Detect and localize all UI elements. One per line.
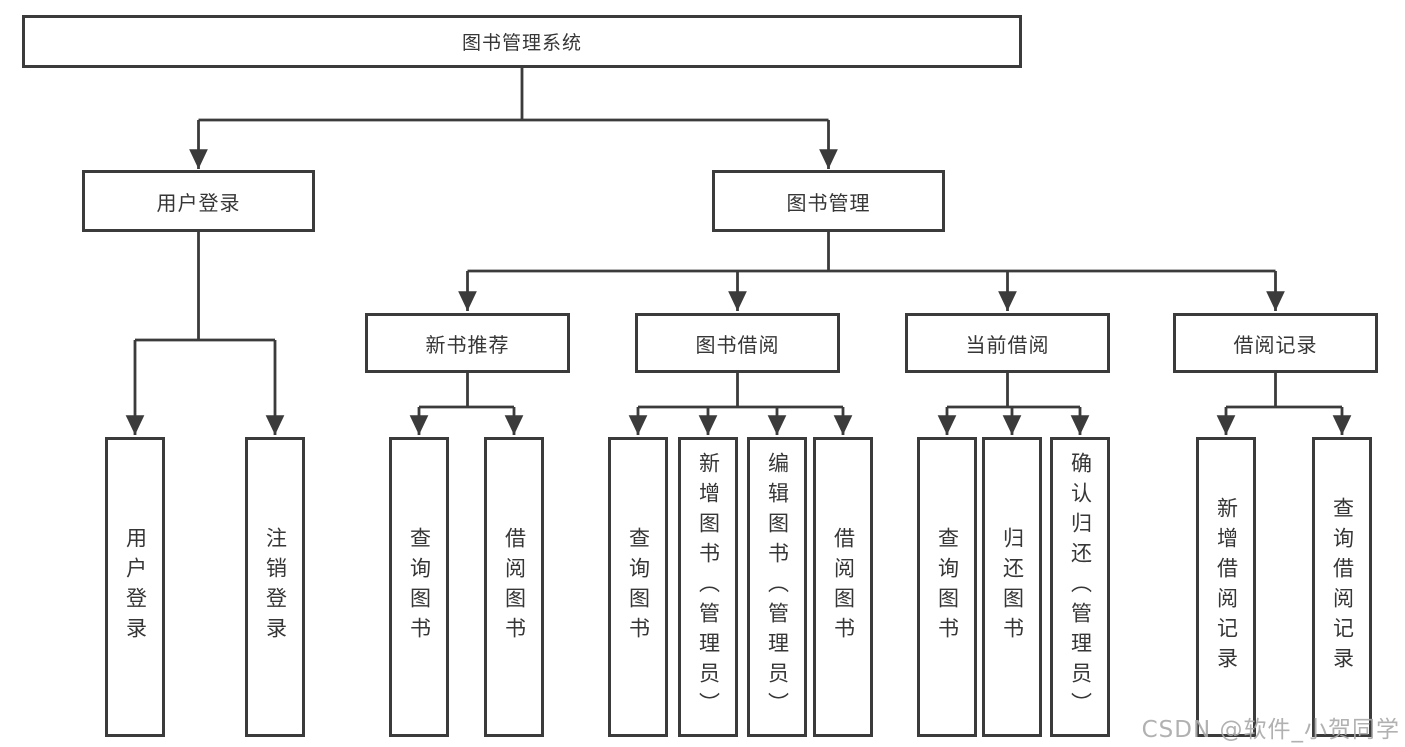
node-root-library-system: 图书管理系统 (22, 15, 1022, 68)
leaf-label: 查询图书 (407, 527, 432, 647)
leaf-label: 借阅图书 (831, 527, 856, 647)
node-label: 新书推荐 (425, 332, 510, 357)
leaf-label: 新增借阅记录 (1214, 497, 1239, 677)
leaf-user-login: 用户登录 (105, 437, 165, 737)
node-user-login: 用户登录 (82, 170, 315, 232)
node-book-management: 图书管理 (712, 170, 945, 232)
leaf-label: 查询借阅记录 (1330, 497, 1355, 677)
connector-user-login (135, 232, 275, 342)
node-new-book-recommend: 新书推荐 (365, 313, 570, 373)
node-book-borrowing: 图书借阅 (635, 313, 840, 373)
leaf-bb-edit-books-admin: 编辑图书（管理员） (747, 437, 807, 737)
node-label: 借阅记录 (1233, 332, 1318, 357)
csdn-watermark: CSDN @软件_小贺同学 (1141, 717, 1400, 743)
leaf-label: 查询图书 (935, 527, 960, 647)
leaf-label: 归还图书 (1000, 527, 1025, 647)
leaf-label: 编辑图书（管理员） (765, 452, 790, 722)
leaf-bb-query-books: 查询图书 (608, 437, 668, 737)
leaf-nbr-borrow-books: 借阅图书 (484, 437, 544, 737)
node-borrowing-records: 借阅记录 (1173, 313, 1378, 373)
leaf-cb-return-books: 归还图书 (982, 437, 1042, 737)
connector-borrowing-records (1226, 373, 1342, 409)
node-label: 当前借阅 (965, 332, 1050, 357)
leaf-logout-login: 注销登录 (245, 437, 305, 737)
leaf-bb-borrow-books: 借阅图书 (813, 437, 873, 737)
connector-root (198, 68, 829, 122)
leaf-label: 注销登录 (263, 527, 288, 647)
leaf-br-add-record: 新增借阅记录 (1196, 437, 1256, 737)
leaf-label: 新增图书（管理员） (696, 452, 721, 722)
node-label: 图书借阅 (695, 332, 780, 357)
leaf-label: 确认归还（管理员） (1068, 452, 1093, 722)
leaf-nbr-query-books: 查询图书 (389, 437, 449, 737)
leaf-cb-confirm-return-admin: 确认归还（管理员） (1050, 437, 1110, 737)
leaf-cb-query-books: 查询图书 (917, 437, 977, 737)
leaf-label: 查询图书 (626, 527, 651, 647)
leaf-br-query-record: 查询借阅记录 (1312, 437, 1372, 737)
connector-current-borrowing (947, 373, 1080, 409)
node-label: 用户登录 (156, 190, 241, 215)
node-label: 图书管理系统 (461, 32, 582, 54)
connector-book-management (467, 232, 1276, 273)
connector-book-borrowing (638, 373, 843, 409)
leaf-label: 用户登录 (123, 527, 148, 647)
connector-new-book-recommend (419, 373, 514, 409)
leaf-label: 借阅图书 (502, 527, 527, 647)
node-current-borrowing: 当前借阅 (905, 313, 1110, 373)
leaf-bb-add-books-admin: 新增图书（管理员） (678, 437, 738, 737)
node-label: 图书管理 (786, 190, 871, 215)
